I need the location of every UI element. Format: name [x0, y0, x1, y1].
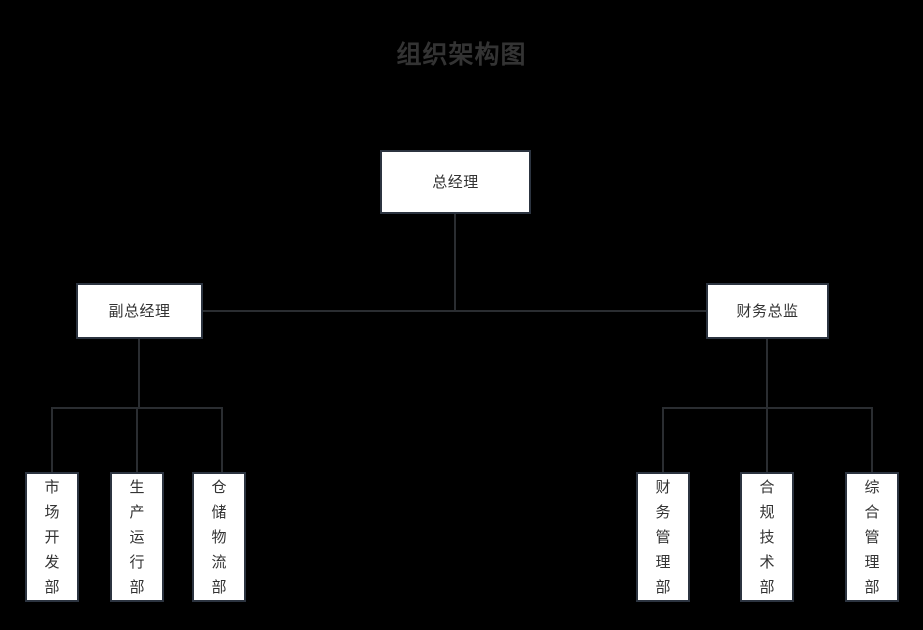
connector-level2-bus [203, 310, 707, 312]
node-production-operations-dept[interactable]: 生产运行部 [110, 472, 164, 602]
connector-right-leaf-1 [662, 407, 664, 472]
connector-right-leaf-3 [871, 407, 873, 472]
connector-deputy-gm-drop [138, 339, 140, 409]
node-market-development-dept-label: 市场开发部 [44, 477, 60, 596]
node-market-development-dept[interactable]: 市场开发部 [25, 472, 79, 602]
connector-root-to-bus [454, 214, 456, 311]
connector-left-leaf-2 [136, 407, 138, 472]
node-warehouse-logistics-dept[interactable]: 仓储物流部 [192, 472, 246, 602]
node-general-management-dept[interactable]: 综合管理部 [845, 472, 899, 602]
node-general-manager[interactable]: 总经理 [380, 150, 531, 214]
page-title: 组织架构图 [396, 40, 527, 69]
connector-left-leaf-1 [51, 407, 53, 472]
node-compliance-technology-dept-label: 合规技术部 [759, 477, 775, 596]
node-compliance-technology-dept[interactable]: 合规技术部 [740, 472, 794, 602]
node-finance-director-label: 财务总监 [736, 301, 799, 320]
connector-left-leaf-3 [221, 407, 223, 472]
connector-finance-director-drop [766, 339, 768, 409]
node-deputy-general-manager[interactable]: 副总经理 [76, 283, 203, 339]
node-warehouse-logistics-dept-label: 仓储物流部 [211, 477, 227, 596]
connector-right-leaf-2 [766, 407, 768, 472]
node-financial-management-dept-label: 财务管理部 [655, 477, 671, 596]
node-production-operations-dept-label: 生产运行部 [129, 477, 145, 596]
node-general-management-dept-label: 综合管理部 [864, 477, 880, 596]
node-deputy-general-manager-label: 副总经理 [108, 301, 171, 320]
node-general-manager-label: 总经理 [432, 172, 479, 191]
node-finance-director[interactable]: 财务总监 [706, 283, 829, 339]
node-financial-management-dept[interactable]: 财务管理部 [636, 472, 690, 602]
